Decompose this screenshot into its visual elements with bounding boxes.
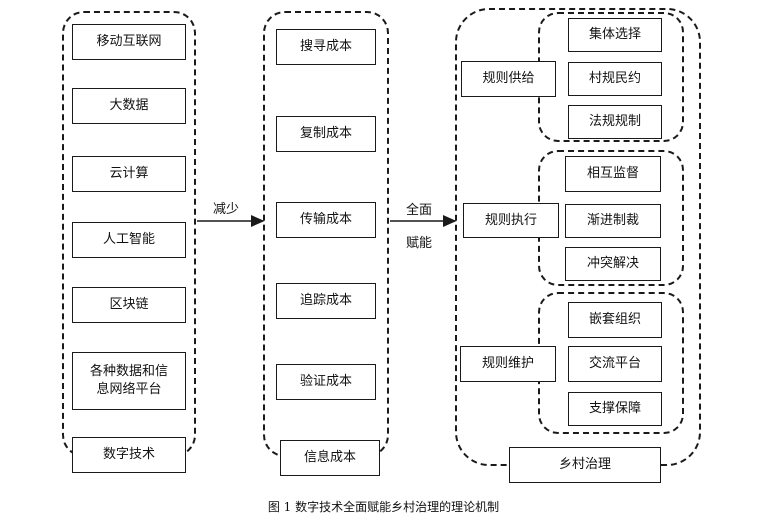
cost-copy: 复制成本 [276, 116, 376, 152]
support-guarantee: 支撑保障 [568, 392, 662, 426]
empower-label-line1: 全面 [406, 203, 433, 218]
village-rules: 村规民约 [568, 62, 662, 96]
empower-label-line2: 赋能 [406, 236, 433, 251]
tech-ai: 人工智能 [72, 222, 186, 258]
cost-search: 搜寻成本 [276, 29, 376, 65]
rule-execution: 规则执行 [463, 203, 559, 238]
legal-regulation: 法规规制 [568, 105, 662, 139]
cost-verification: 验证成本 [276, 364, 376, 400]
figure-caption: 图 1 数字技术全面赋能乡村治理的理论机制 [267, 500, 500, 514]
cost-transmission: 传输成本 [276, 202, 376, 238]
digital-technology-label: 数字技术 [72, 437, 186, 473]
cost-tracking: 追踪成本 [276, 283, 376, 319]
information-cost-label: 信息成本 [280, 440, 380, 476]
tech-cloud-computing: 云计算 [72, 156, 186, 192]
nested-organization: 嵌套组织 [568, 302, 662, 338]
tech-data-platforms: 各种数据和信 息网络平台 [72, 352, 186, 410]
collective-choice: 集体选择 [568, 18, 662, 52]
rule-supply: 规则供给 [461, 61, 556, 97]
reduce-label: 减少 [213, 202, 240, 217]
conflict-resolution: 冲突解决 [565, 247, 661, 281]
rural-governance-label: 乡村治理 [509, 447, 661, 483]
tech-blockchain: 区块链 [72, 287, 186, 323]
graduated-sanctions: 渐进制裁 [565, 204, 661, 238]
tech-big-data: 大数据 [72, 88, 186, 124]
mutual-supervision: 相互监督 [565, 156, 661, 192]
rule-maintenance: 规则维护 [460, 346, 556, 382]
communication-platform: 交流平台 [568, 346, 662, 382]
tech-mobile-internet: 移动互联网 [72, 24, 186, 60]
